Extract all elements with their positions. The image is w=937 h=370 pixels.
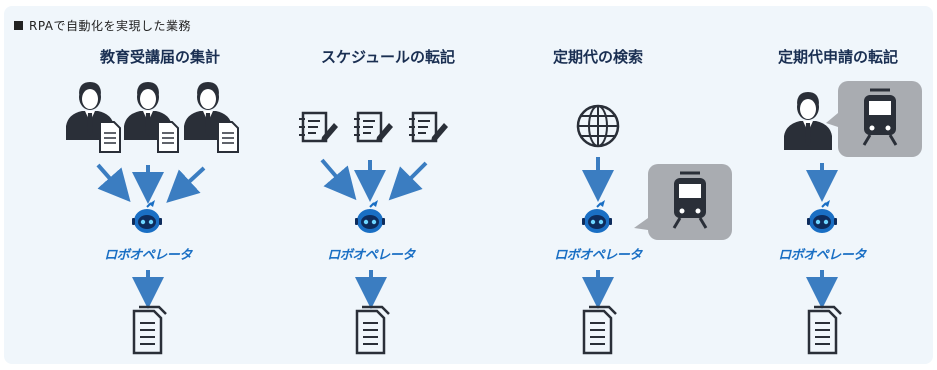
- paper-icon: [217, 121, 239, 153]
- globe-icon: [576, 104, 620, 148]
- column-4-logo: ロボオペレータ: [778, 248, 866, 263]
- column-3-art: [576, 104, 734, 355]
- column-3-logo: ロボオペレータ: [554, 248, 642, 263]
- arrow-icon: [320, 158, 357, 201]
- paper-icon: [99, 121, 121, 153]
- robot-icon: [131, 199, 163, 234]
- column-2-art: [297, 111, 450, 355]
- person-icon: [784, 92, 832, 150]
- column-1-title: 教育受講届の集計: [99, 48, 221, 66]
- column-2-title: スケジュールの転記: [321, 48, 455, 66]
- column-1-art: [66, 82, 239, 355]
- document-icon: [582, 305, 618, 355]
- paper-icon: [157, 121, 179, 153]
- arrow-icon: [166, 166, 206, 203]
- section-heading-text: RPAで自動化を実現した業務: [29, 19, 192, 33]
- arrow-icon: [96, 163, 131, 203]
- train-bubble-icon: [826, 79, 924, 159]
- notepad-icon: [407, 111, 450, 144]
- document-icon: [355, 305, 391, 355]
- column-1-logo: ロボオペレータ: [104, 248, 192, 263]
- robot-icon: [806, 199, 838, 234]
- column-2-logo: ロボオペレータ: [327, 248, 415, 263]
- notepad-icon: [352, 111, 395, 144]
- arrow-icon: [388, 161, 428, 201]
- column-4-art: [784, 79, 924, 355]
- column-3-title: 定期代の検索: [552, 48, 644, 66]
- square-bullet-icon: [14, 21, 23, 30]
- document-icon: [132, 305, 168, 355]
- robot-icon: [581, 199, 613, 234]
- train-bubble-icon: [634, 162, 734, 242]
- notepad-icon: [297, 111, 340, 144]
- robot-icon: [354, 199, 386, 234]
- section-heading: RPAで自動化を実現した業務: [14, 17, 191, 34]
- document-icon: [807, 305, 843, 355]
- column-4-title: 定期代申請の転記: [777, 48, 899, 66]
